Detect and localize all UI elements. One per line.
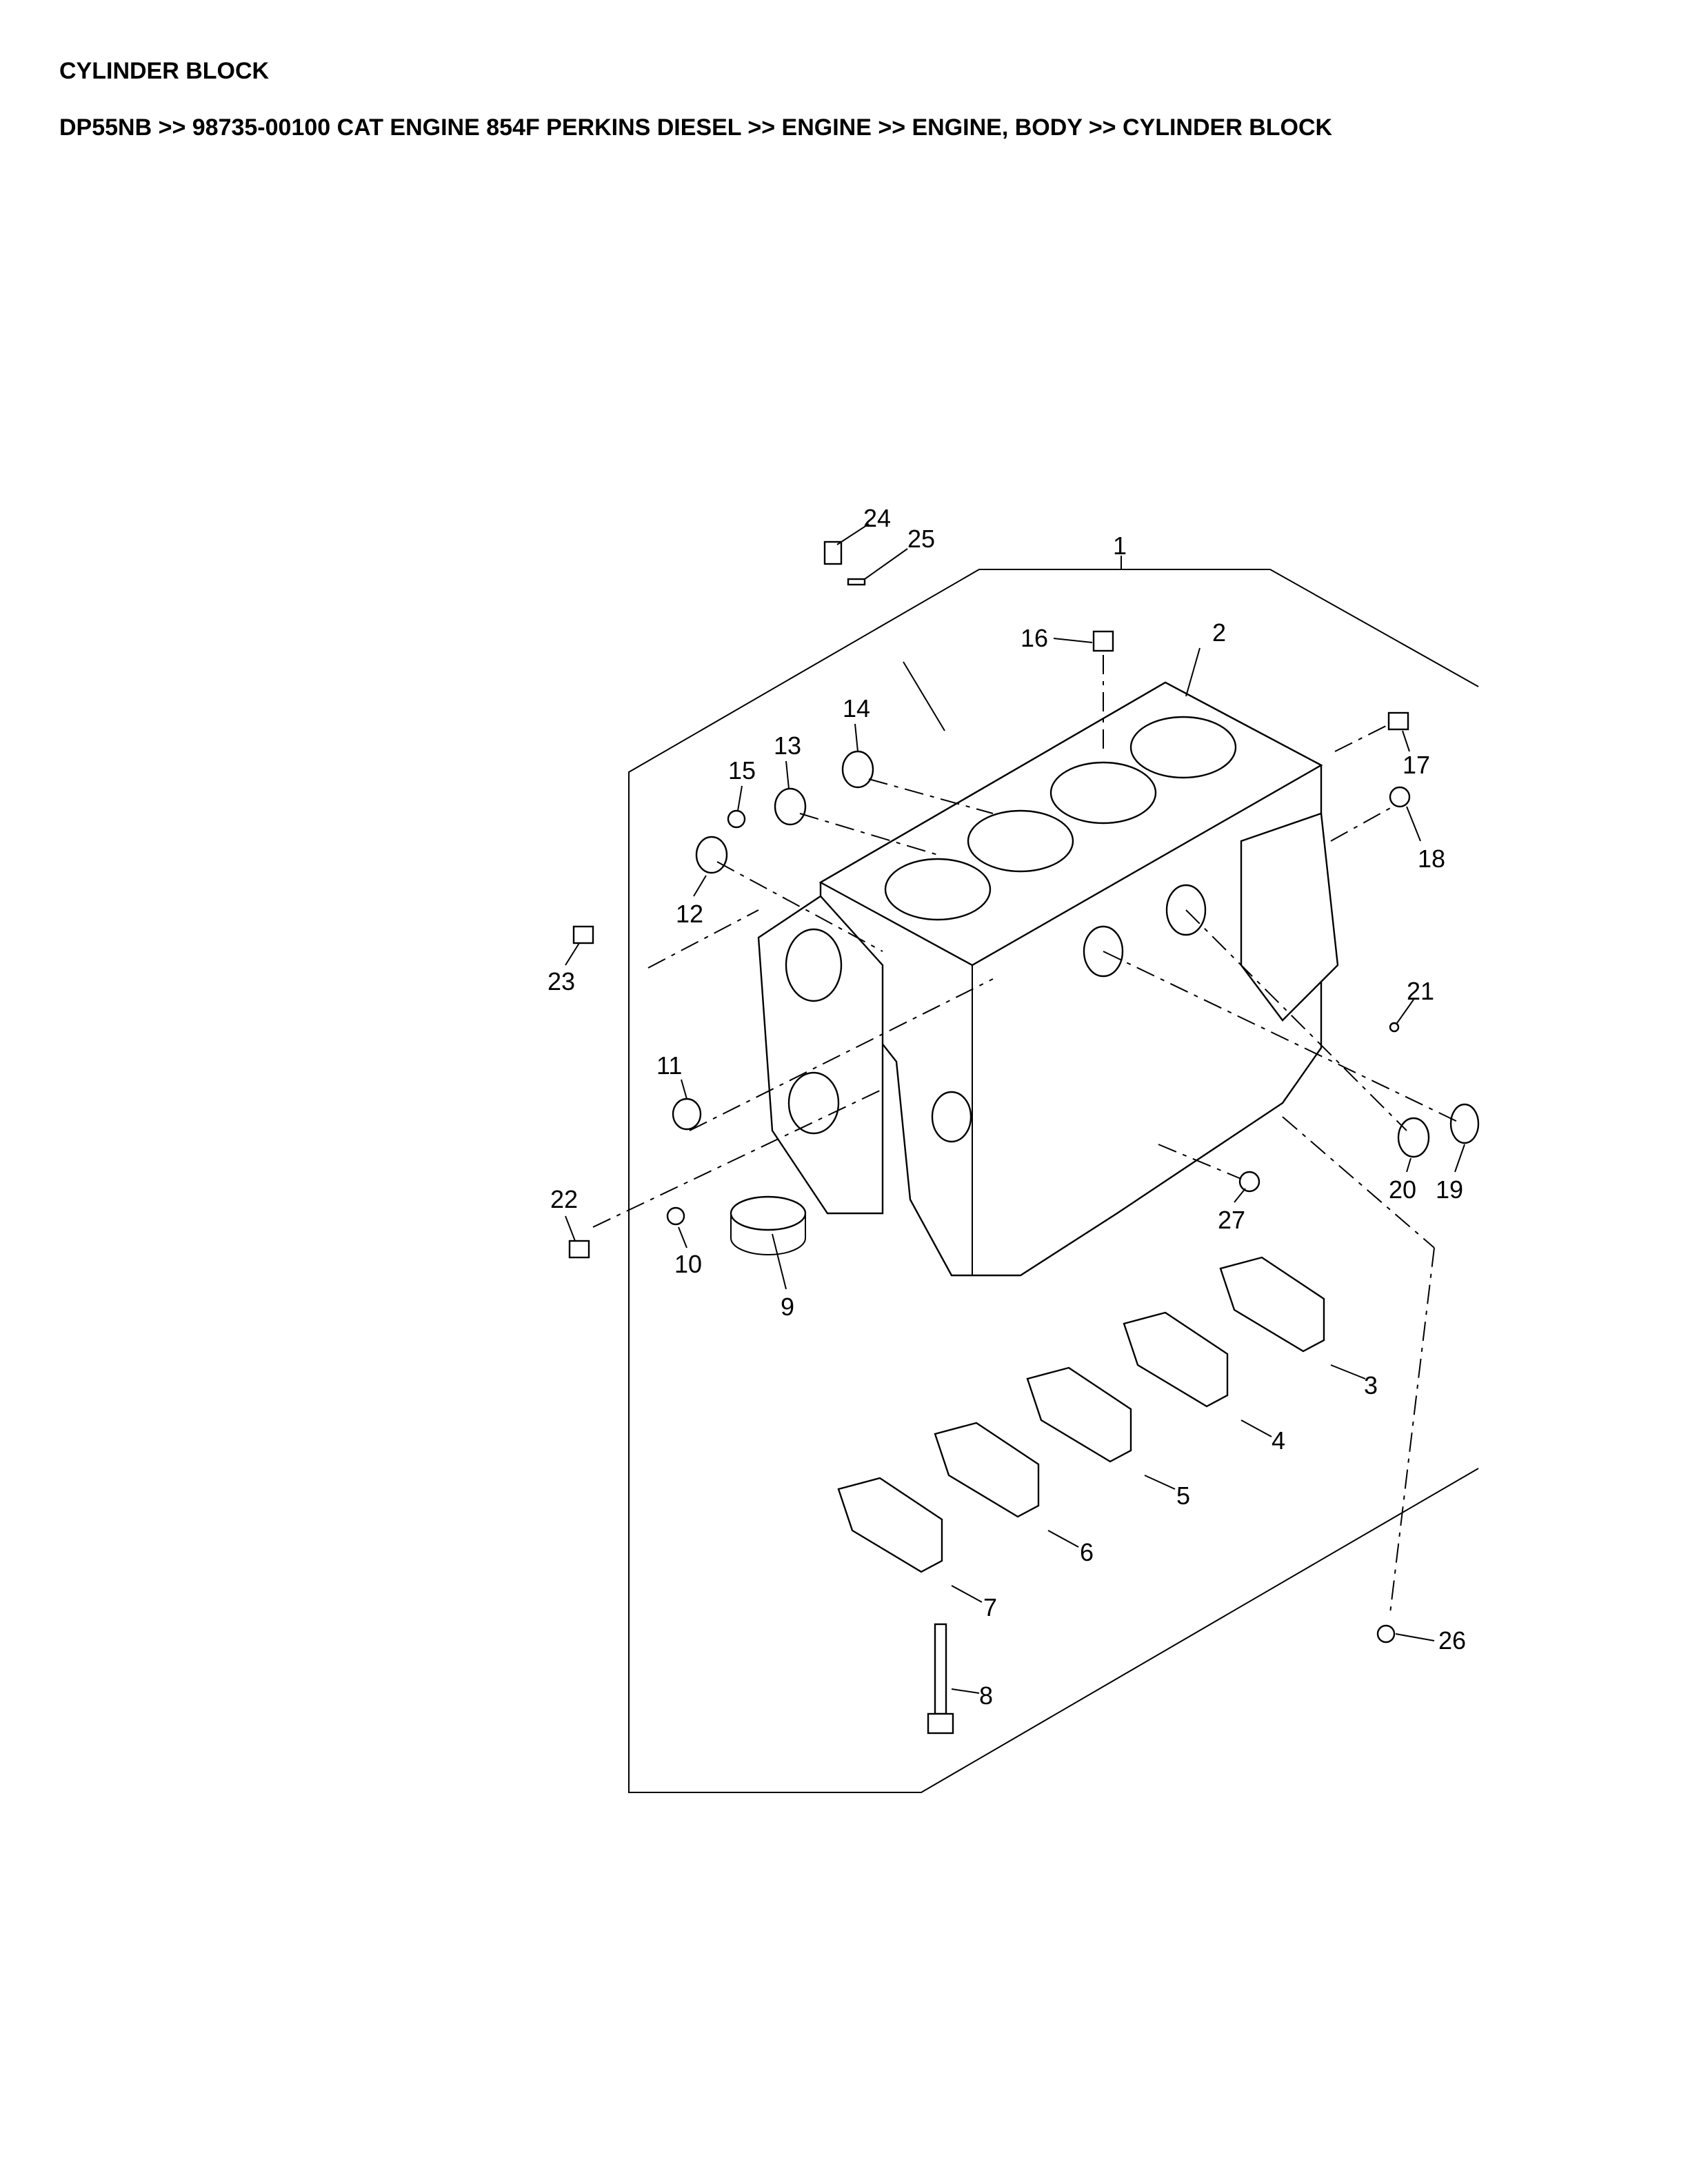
callout-8: 8	[979, 1681, 993, 1710]
callout-21: 21	[1407, 977, 1434, 1005]
callout-7: 7	[983, 1593, 997, 1621]
callout-10: 10	[674, 1250, 702, 1278]
breadcrumb: DP55NB >> 98735-00100 CAT ENGINE 854F PE…	[59, 114, 1333, 141]
callout-22: 22	[550, 1185, 578, 1213]
callout-13: 13	[774, 731, 801, 760]
callout-19: 19	[1436, 1175, 1463, 1204]
callout-9: 9	[781, 1293, 794, 1321]
callout-3: 3	[1364, 1371, 1378, 1399]
callout-4: 4	[1272, 1426, 1285, 1455]
callout-23: 23	[547, 967, 575, 995]
callout-2: 2	[1212, 618, 1226, 647]
assembly-boundary	[628, 569, 1479, 1793]
bearing-caps	[837, 1256, 1325, 1573]
callout-15: 15	[728, 756, 756, 785]
callout-27: 27	[1218, 1206, 1245, 1234]
callout-12: 12	[676, 900, 703, 928]
callout-1: 1	[1113, 532, 1127, 560]
callout-18: 18	[1418, 845, 1445, 873]
callout-20: 20	[1389, 1175, 1416, 1204]
callout-26: 26	[1438, 1626, 1466, 1655]
callout-11: 11	[656, 1051, 682, 1080]
callout-16: 16	[1021, 624, 1048, 652]
page-title: CYLINDER BLOCK	[59, 58, 270, 84]
callout-5: 5	[1176, 1482, 1190, 1510]
callout-17: 17	[1403, 751, 1430, 779]
callout-24: 24	[863, 504, 891, 532]
callout-14: 14	[843, 694, 870, 722]
callout-25: 25	[907, 525, 935, 553]
callout-6: 6	[1080, 1538, 1094, 1566]
cylinder-block-drawing	[757, 681, 1339, 1277]
